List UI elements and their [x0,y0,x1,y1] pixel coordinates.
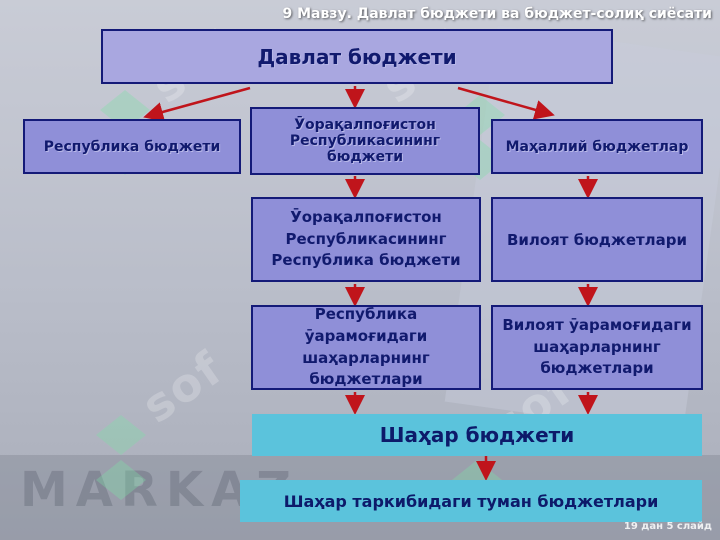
box-republic-cities-budgets: Республика ӯарамоғидаги шаҳарларнинг бюд… [251,305,481,390]
box-karakalpak-republic-budget: Ӯорақалпоғистон Республикасининг Республ… [251,197,481,282]
box-regional-cities-budgets: Вилоят ӯарамоғидаги шаҳарларнинг бюджетл… [491,305,703,390]
slide-header: 9 Мавзу. Давлат бюджети ва бюджет-солиқ … [282,6,712,22]
republic-cities-budgets-label: Республика ӯарамоғидаги шаҳарларнинг бюд… [302,305,430,389]
slide-counter: 19 дан 5 слайд [623,521,712,532]
karakalpak-republic-budget-label: Ӯорақалпоғистон Республикасининг Республ… [271,207,461,270]
regional-cities-budgets-label: Вилоят ӯарамоғидаги шаҳарларнинг бюджетл… [502,315,692,378]
arrow-root-left [143,86,251,122]
republic-budget-label: Республика бюджети [43,138,221,155]
box-republic-budget: Республика бюджети [23,119,241,174]
box-district-budgets: Шаҳар таркибидаги туман бюджетлари [240,480,702,522]
regional-budgets-label: Вилоят бюджетлари [506,230,688,249]
root-label: Давлат бюджети [257,44,457,69]
district-budgets-label: Шаҳар таркибидаги туман бюджетлари [283,491,659,511]
box-local-budgets: Маҳаллий бюджетлар [491,119,703,174]
box-karakalpak-budget: Ӯорақалпоғистон Республикасининг бюджети [250,107,480,175]
city-budget-label: Шаҳар бюджети [379,423,575,447]
box-city-budget: Шаҳар бюджети [252,414,702,456]
root-box-state-budget: Давлат бюджети [101,29,613,84]
local-budgets-label: Маҳаллий бюджетлар [505,138,689,155]
sof-logo-icon [96,415,146,500]
arrow-root-right [457,86,555,120]
karakalpak-budget-label: Ӯорақалпоғистон Республикасининг бюджети [289,116,441,166]
box-regional-budgets: Вилоят бюджетлари [491,197,703,282]
